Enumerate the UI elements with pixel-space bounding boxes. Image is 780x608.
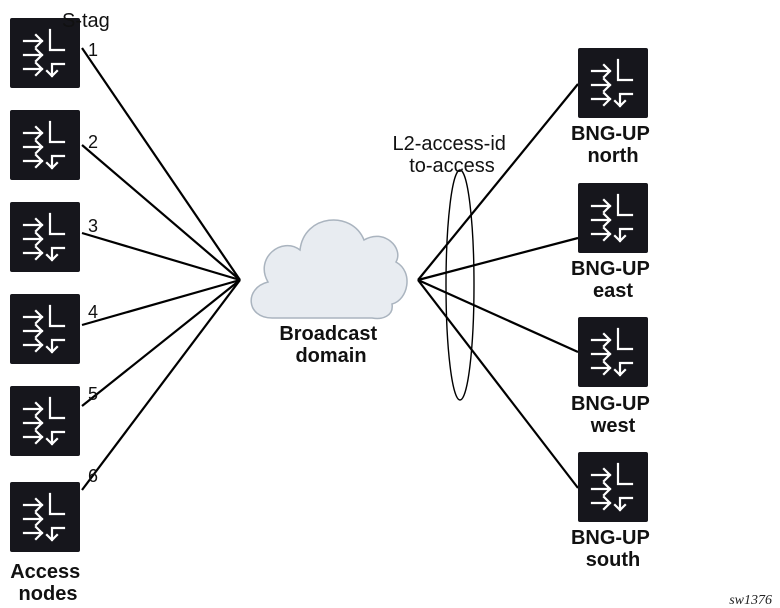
figure-caption: sw1376 bbox=[729, 593, 772, 608]
stag-number-3: 3 bbox=[88, 216, 98, 236]
router-switch-icon bbox=[576, 46, 650, 120]
router-switch-icon bbox=[8, 108, 82, 182]
bng-link-north bbox=[417, 83, 579, 281]
bng-link-south bbox=[417, 279, 579, 489]
stag-number-5: 5 bbox=[88, 384, 98, 404]
bng-label-west: BNG-UP west bbox=[571, 393, 655, 437]
stag-label: S-tag bbox=[62, 10, 110, 32]
router-switch-icon bbox=[8, 292, 82, 366]
access-link-3 bbox=[81, 231, 241, 282]
l2-access-id-label: L2-access-id to-access bbox=[393, 133, 512, 177]
access-link-6 bbox=[81, 279, 241, 491]
router-switch-icon bbox=[576, 181, 650, 255]
router-switch-icon bbox=[8, 200, 82, 274]
broadcast-domain-label: Broadcast domain bbox=[279, 323, 382, 367]
access-link-5 bbox=[81, 279, 241, 407]
bng-links bbox=[417, 83, 579, 489]
bng-label-south: BNG-UP south bbox=[571, 527, 655, 571]
cloud-icon bbox=[250, 219, 408, 320]
access-links bbox=[81, 47, 241, 491]
router-switch-icon bbox=[576, 315, 650, 389]
access-link-1 bbox=[81, 47, 241, 281]
bng-label-east: BNG-UP east bbox=[571, 258, 655, 302]
access-nodes-label: Access nodes bbox=[10, 561, 86, 605]
bng-link-west bbox=[417, 278, 579, 354]
router-switch-icon bbox=[8, 384, 82, 458]
stag-number-2: 2 bbox=[88, 132, 98, 152]
bng-link-east bbox=[417, 236, 579, 282]
router-switch-icon bbox=[576, 450, 650, 524]
stag-number-4: 4 bbox=[88, 302, 98, 322]
access-link-4 bbox=[81, 278, 241, 327]
router-switch-icon bbox=[8, 480, 82, 554]
stag-number-6: 6 bbox=[88, 466, 98, 486]
access-node-icons bbox=[8, 16, 82, 554]
stag-number-1: 1 bbox=[88, 40, 98, 60]
bng-label-north: BNG-UP north bbox=[571, 123, 655, 167]
access-link-2 bbox=[81, 144, 241, 281]
l2-access-ellipse bbox=[445, 169, 475, 401]
